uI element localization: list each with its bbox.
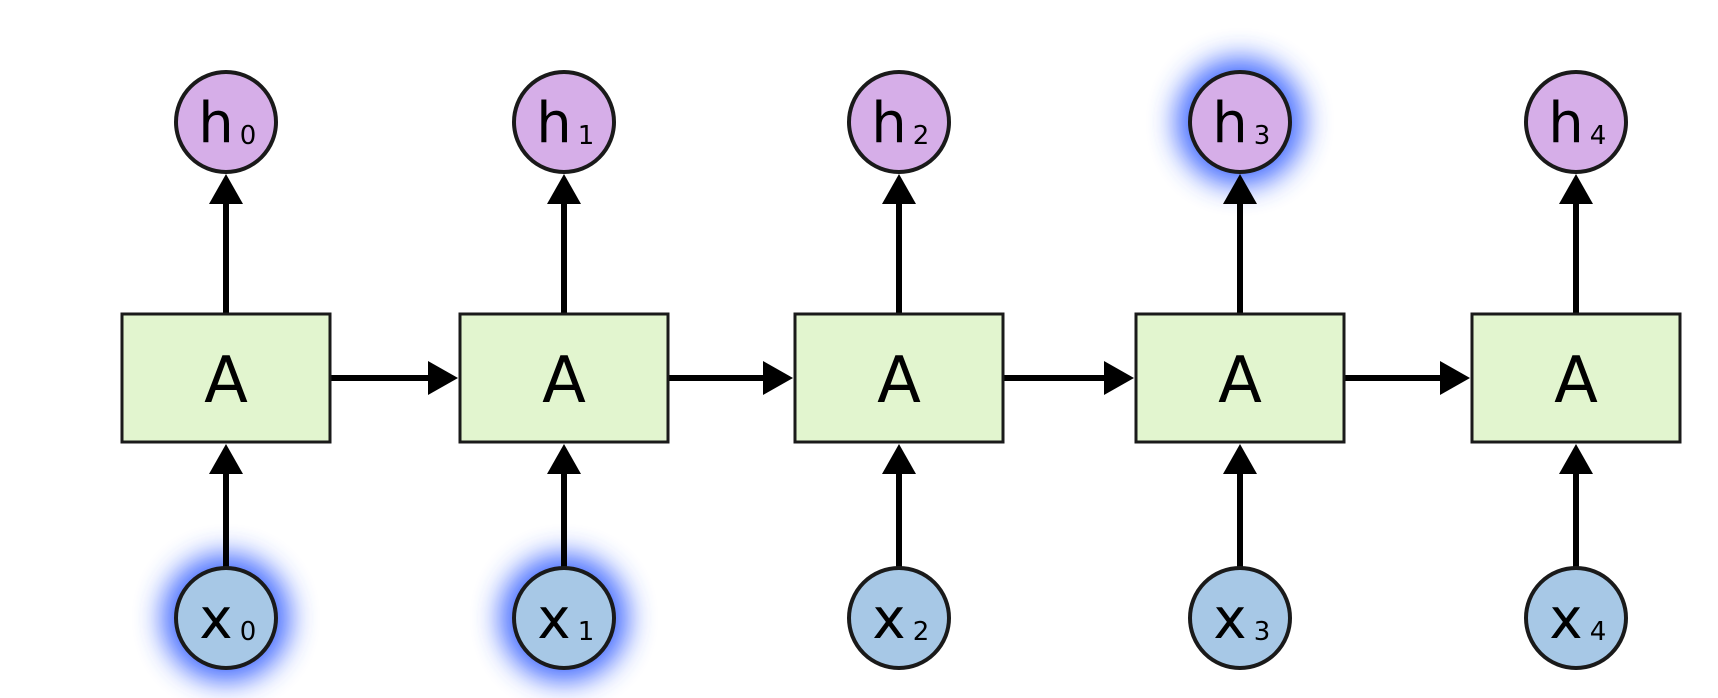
recurrent-arrow-3-head bbox=[1440, 361, 1470, 395]
input-arrow-0-head bbox=[209, 444, 243, 474]
output-node-h4-symbol: h bbox=[1548, 91, 1584, 156]
output-node-h1-symbol: h bbox=[536, 91, 572, 156]
rnn-cell-box bbox=[458, 312, 670, 444]
rnn-cell-0: A bbox=[120, 312, 332, 444]
connections bbox=[209, 174, 1593, 568]
input-node-x1-circle bbox=[512, 566, 616, 670]
output-node-h2-circle bbox=[847, 70, 951, 174]
rnn-cell-3: A bbox=[1134, 312, 1346, 444]
input-node-x4-circle bbox=[1524, 566, 1628, 670]
output-node-h1-circle bbox=[512, 70, 616, 174]
input-node-x0-circle bbox=[174, 566, 278, 670]
input-arrow-4-head bbox=[1559, 444, 1593, 474]
input-node-x2-circle bbox=[847, 566, 951, 670]
input-node-x0-symbol: x bbox=[199, 587, 232, 652]
input-node-x3-circle bbox=[1188, 566, 1292, 670]
rnn-cell-box bbox=[1470, 312, 1682, 444]
input-node-x1-symbol: x bbox=[537, 587, 570, 652]
output-arrow-2-head bbox=[882, 174, 916, 204]
input-arrow-2-head bbox=[882, 444, 916, 474]
input-node-x4-symbol: x bbox=[1549, 587, 1582, 652]
input-node-x3-symbol: x bbox=[1213, 587, 1246, 652]
output-node-h4-circle bbox=[1524, 70, 1628, 174]
rnn-cell-box bbox=[793, 312, 1005, 444]
output-arrow-1-head bbox=[547, 174, 581, 204]
rnn-cell-label: A bbox=[1218, 344, 1262, 418]
input-node-x3-subscript: 3 bbox=[1254, 617, 1271, 647]
output-node-h3-circle bbox=[1188, 70, 1292, 174]
output-arrow-4-head bbox=[1559, 174, 1593, 204]
rnn-cell-2: A bbox=[793, 312, 1005, 444]
output-node-h0-subscript: 0 bbox=[240, 121, 257, 151]
rnn-cell-4: A bbox=[1470, 312, 1682, 444]
rnn-cell-box bbox=[120, 312, 332, 444]
input-node-x2-symbol: x bbox=[872, 587, 905, 652]
input-node-x0-subscript: 0 bbox=[240, 617, 257, 647]
output-node-h4-subscript: 4 bbox=[1590, 121, 1607, 151]
input-node-x2-subscript: 2 bbox=[913, 617, 930, 647]
input-arrow-3-head bbox=[1223, 444, 1257, 474]
rnn-cell-box bbox=[1134, 312, 1346, 444]
output-arrow-0-head bbox=[209, 174, 243, 204]
rnn-cell-1: A bbox=[458, 312, 670, 444]
rnn-cell-label: A bbox=[204, 344, 248, 418]
rnn-cell-label: A bbox=[1554, 344, 1598, 418]
output-node-h2-subscript: 2 bbox=[913, 121, 930, 151]
output-node-h2-symbol: h bbox=[871, 91, 907, 156]
recurrent-arrow-2-head bbox=[1104, 361, 1134, 395]
output-node-h0-symbol: h bbox=[198, 91, 234, 156]
rnn-cell-label: A bbox=[542, 344, 586, 418]
input-node-x4-subscript: 4 bbox=[1590, 617, 1607, 647]
recurrent-arrow-0-head bbox=[428, 361, 458, 395]
rnn-cell-label: A bbox=[877, 344, 921, 418]
output-node-h3-subscript: 3 bbox=[1254, 121, 1271, 151]
input-node-x1-subscript: 1 bbox=[578, 617, 595, 647]
input-arrow-1-head bbox=[547, 444, 581, 474]
output-arrow-3-head bbox=[1223, 174, 1257, 204]
recurrent-arrow-1-head bbox=[763, 361, 793, 395]
output-node-h0-circle bbox=[174, 70, 278, 174]
output-node-h1-subscript: 1 bbox=[578, 121, 595, 151]
output-node-h3-symbol: h bbox=[1212, 91, 1248, 156]
highlight-glows bbox=[162, 58, 1304, 682]
